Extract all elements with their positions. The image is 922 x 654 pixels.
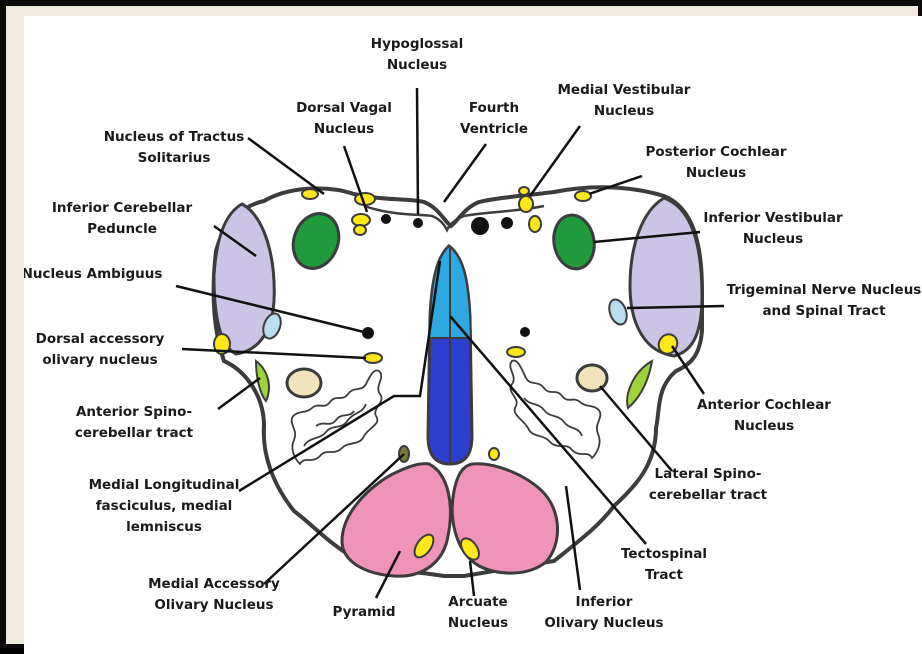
label-line: Tectospinal: [621, 546, 707, 562]
label-line: Nucleus: [314, 121, 374, 137]
label-line: Pyramid: [332, 604, 395, 620]
leader-hypoglossal: [417, 88, 418, 214]
yellow-nucleus-right-c: [519, 187, 529, 195]
label-line: Nucleus: [686, 165, 746, 181]
label-line: Nucleus: [448, 615, 508, 631]
label-line: Nucleus Ambiguus: [24, 266, 162, 282]
label-line: olivary nucleus: [42, 352, 157, 368]
label-trigeminal: Trigeminal Nerve Nucleus and Spinal Tract: [727, 282, 922, 319]
label-line: Tract: [645, 567, 683, 583]
dorsal-accessory-olivary-right: [507, 347, 525, 357]
nucleus-tractus-solitarius-left: [302, 189, 318, 199]
hypoglossal-nucleus-dot: [413, 218, 423, 228]
label-line: Nucleus: [734, 418, 794, 434]
label-dorsal-accessory: Dorsal accessory olivary nucleus: [36, 331, 165, 368]
label-line: lemniscus: [126, 519, 202, 535]
label-line: cerebellar tract: [649, 487, 768, 503]
medial-accessory-olivary-right: [489, 448, 499, 460]
label-line: Dorsal accessory: [36, 331, 165, 347]
label-line: Nucleus of Tractus: [104, 129, 244, 145]
label-line: Ventricle: [460, 121, 528, 137]
label-anterior-spino: Anterior Spino-cerebellar tract: [75, 404, 194, 441]
label-line: fasciculus, medial: [96, 498, 233, 514]
label-line: Dorsal Vagal: [296, 100, 392, 116]
label-line: Trigeminal Nerve Nucleus: [727, 282, 922, 298]
label-line: Inferior Vestibular: [703, 210, 843, 226]
black-dot-right-ambiguus: [520, 327, 530, 337]
yellow-nucleus-left-c: [354, 225, 366, 235]
label-ambiguus: Nucleus Ambiguus: [24, 266, 162, 282]
label-line: and Spinal Tract: [762, 303, 886, 319]
label-line: Nucleus: [387, 57, 447, 73]
label-line: Anterior Cochlear: [697, 397, 831, 413]
leader-medial-vestibular: [530, 126, 580, 196]
label-line: Medial Longitudinal: [89, 477, 240, 493]
black-dot-right-large: [471, 217, 489, 235]
label-line: Medial Vestibular: [558, 82, 691, 98]
label-line: cerebellar tract: [75, 425, 194, 441]
leader-anterior-spino: [218, 378, 260, 409]
medial-vestibular-nucleus: [519, 196, 533, 212]
label-line: Fourth: [469, 100, 519, 116]
leader-fourth-ventricle: [444, 144, 486, 202]
posterior-cochlear-nucleus: [575, 191, 591, 201]
label-line: Olivary Nucleus: [154, 597, 273, 613]
label-dorsal-vagal: Dorsal VagalNucleus: [296, 100, 392, 137]
label-fourth-ventricle: FourthVentricle: [460, 100, 528, 137]
label-line: Medial Accessory: [148, 576, 280, 592]
label-line: Nucleus: [594, 103, 654, 119]
label-line: Hypoglossal: [371, 36, 463, 52]
label-lateral-spino: Lateral Spino-cerebellar tract: [649, 466, 768, 503]
label-line: Nucleus: [743, 231, 803, 247]
yellow-nucleus-right-b: [529, 216, 541, 232]
label-line: Solitarius: [138, 150, 211, 166]
label-line: Inferior Cerebellar: [52, 200, 193, 216]
label-line: Posterior Cochlear: [645, 144, 786, 160]
label-mlf: Medial Longitudinal fasciculus, medial lem…: [89, 477, 240, 535]
label-line: Inferior: [576, 594, 633, 610]
label-pyramid: Pyramid: [332, 604, 395, 620]
leader-tractus-solitarius: [248, 138, 324, 194]
nucleus-ambiguus-dot: [362, 327, 374, 339]
lateral-spinocerebellar-left: [287, 369, 321, 397]
black-dot-right-small: [501, 217, 513, 229]
label-line: Arcuate: [448, 594, 507, 610]
label-line: Olivary Nucleus: [544, 615, 663, 631]
dorsal-accessory-olivary-left: [364, 353, 382, 363]
label-line: Anterior Spino-: [76, 404, 192, 420]
label-line: Lateral Spino-: [655, 466, 762, 482]
label-line: Peduncle: [87, 221, 157, 237]
black-dot-left-1: [381, 214, 391, 224]
